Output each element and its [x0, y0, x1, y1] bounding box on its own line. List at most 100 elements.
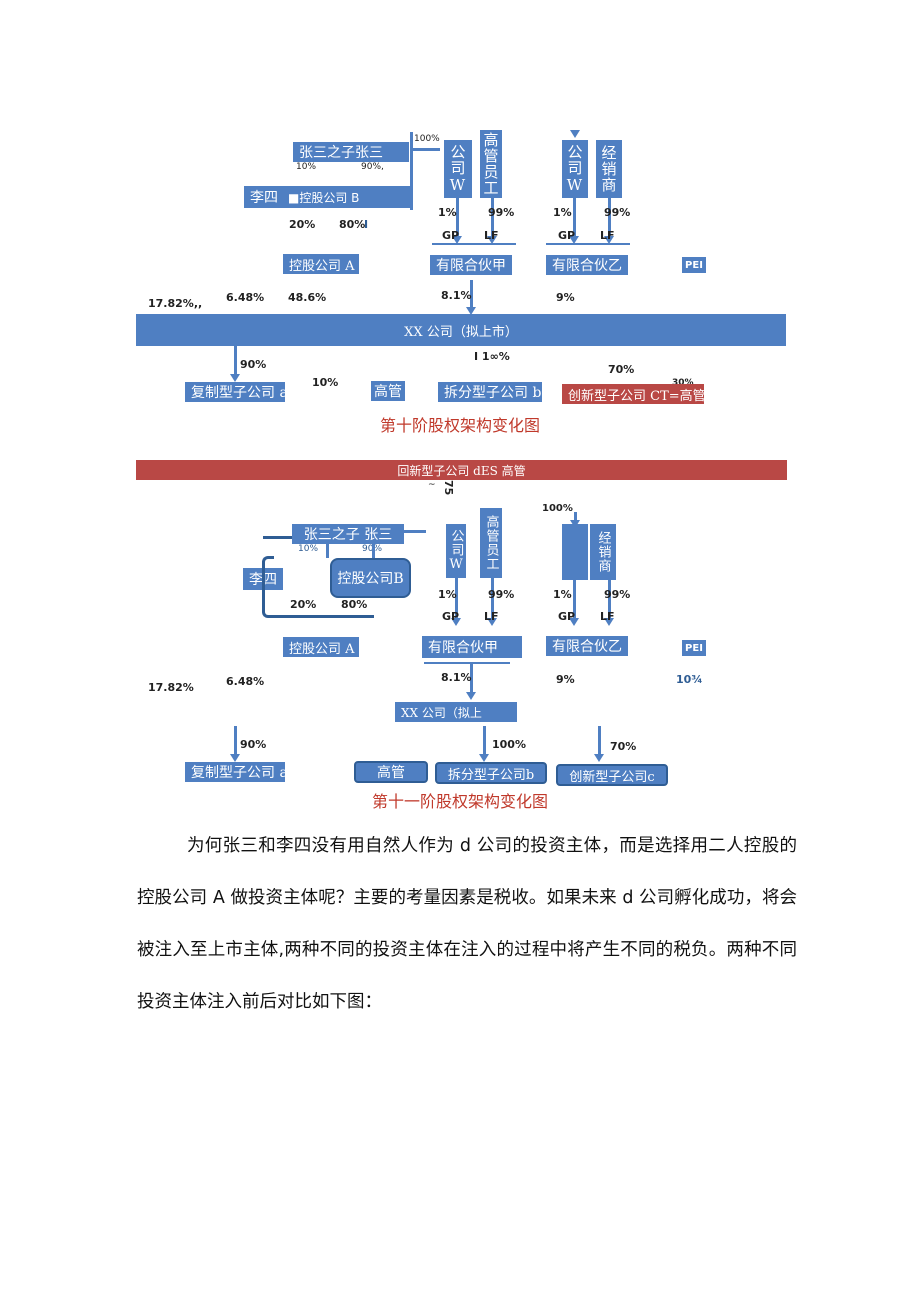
connector-line: [456, 198, 459, 238]
label-bar-mark: I: [364, 218, 369, 231]
label-75: 75: [442, 480, 455, 496]
label-lp: LF: [600, 229, 615, 242]
box-pe: PEI: [682, 257, 706, 273]
label-pct-9: 9%: [556, 673, 575, 686]
arrow-down-icon: [230, 754, 240, 762]
label-lp-pct: 99%: [604, 588, 631, 601]
connector-line: [598, 726, 601, 756]
connector-line: [573, 198, 576, 238]
arrow-down-icon: [479, 754, 489, 762]
box-pe: PEI: [682, 640, 706, 656]
label-pct-70: 70%: [608, 363, 635, 376]
connector-line: [326, 544, 329, 558]
arrow-down-icon: [487, 618, 497, 626]
box-holding-b-label: ■控股公司 B: [288, 190, 360, 205]
box-holding-a: 控股公司 A: [283, 637, 359, 657]
main-company-bar: XX 公司（拟上: [395, 702, 517, 722]
label-gp: GP: [558, 610, 576, 623]
box-partnership-yi: 有限合伙乙: [546, 636, 628, 656]
label-lp: LF: [484, 610, 499, 623]
label-pct-70: 70%: [610, 740, 637, 753]
connector-line: [410, 148, 440, 151]
arrow-down-icon: [604, 618, 614, 626]
connector-line: [410, 132, 413, 210]
connector-line: [274, 615, 374, 618]
connector-line: [455, 578, 458, 620]
box-executives: 高管: [354, 761, 428, 783]
label-pct-81: 8.1%: [441, 671, 472, 684]
label-pct-100: 100%: [414, 134, 440, 144]
box-company-w-2: 公司W: [562, 140, 588, 198]
box-li-si-holding-b: 李四 ■控股公司 B: [244, 186, 410, 208]
label-lp-pct: 99%: [488, 206, 515, 219]
connector-line: [424, 662, 510, 664]
label-pct-648: 6.48%: [226, 291, 265, 304]
label-lp: LF: [484, 229, 499, 242]
box-company-w-2: [562, 524, 588, 580]
box-exec-staff: 高管员工: [480, 508, 502, 578]
box-company-w: 公司W: [446, 524, 466, 578]
box-partnership-jia: 有限合伙甲: [422, 636, 522, 658]
label-gp-pct: 1%: [438, 588, 457, 601]
connector-line: [372, 544, 375, 558]
arrow-down-icon: [466, 692, 476, 700]
connector-line: [608, 580, 611, 620]
box-li-si-label: 李四: [250, 190, 278, 206]
label-pct-9: 9%: [556, 291, 575, 304]
label-pct-81: 8.1%: [441, 289, 472, 302]
arrow-down-icon: [466, 307, 476, 315]
label-pct-1782: 17.82%: [148, 681, 194, 694]
label-pct-80: 80%: [341, 598, 368, 611]
connector-line: [573, 580, 576, 620]
label-pct-30: 30%: [672, 378, 694, 388]
connector-line: [234, 726, 237, 756]
label-gp: GP: [558, 229, 576, 242]
connector-line: [470, 280, 473, 310]
label-pct-1782: 17.82%,,: [148, 297, 203, 310]
label-pct-10: 10%: [296, 162, 317, 172]
label-pct-90: 90%: [240, 358, 267, 371]
box-executives: 高管: [371, 381, 405, 401]
figure-1-caption: 第十阶股权架构变化图: [379, 416, 540, 435]
label-pct-100: 100%: [542, 503, 573, 514]
connector-line: [432, 243, 516, 245]
box-copy-subsidiary: 复制型子公司 a: [185, 382, 285, 402]
box-split-subsidiary: 拆分型子公司b: [435, 762, 547, 784]
box-innovation-subsidiary: 创新型子公司c: [556, 764, 668, 786]
box-holding-a: 控股公司 A: [283, 254, 359, 274]
arrow-down-icon: [230, 374, 240, 382]
box-copy-subsidiary: 复制型子公司 a: [185, 762, 285, 782]
label-pct-486: 48.6%: [288, 291, 327, 304]
box-zhang-san: 张三之子 张三: [292, 524, 404, 544]
connector-line: [263, 536, 293, 539]
connector-line: [491, 578, 494, 620]
innovation-overlay-bar: 回新型子公司 dES 高管: [136, 460, 787, 480]
box-partnership-yi: 有限合伙乙: [546, 255, 628, 275]
box-zhang-san: 张三之子张三: [293, 142, 409, 162]
label-gp-pct: 1%: [553, 588, 572, 601]
label-gp-pct: 1%: [553, 206, 572, 219]
label-pct-648: 6.48%: [226, 675, 265, 688]
connector-line: [608, 198, 611, 238]
label-pct-10: 10%: [312, 376, 339, 389]
arrow-down-icon: [570, 130, 580, 138]
label-pct-100: I 1∞%: [474, 350, 510, 363]
box-partnership-jia: 有限合伙甲: [430, 255, 512, 275]
label-pct-90: 90%: [240, 738, 267, 751]
arrow-down-icon: [604, 236, 614, 244]
label-pct-20: 20%: [289, 218, 316, 231]
box-dealer: 经销商: [596, 140, 622, 198]
box-company-w-1: 公司W: [444, 140, 472, 198]
connector-line: [234, 346, 237, 376]
box-split-subsidiary: 拆分型子公司 b: [438, 382, 542, 402]
arrow-down-icon: [569, 618, 579, 626]
connector-line: [404, 530, 426, 533]
label-gp: GP: [442, 229, 460, 242]
body-paragraph: 为何张三和李四没有用自然人作为 d 公司的投资主体，而是选择用二人控股的控股公司…: [137, 836, 797, 1012]
label-pct-10: 10%: [298, 544, 319, 554]
main-company-bar: XX 公司（拟上市）: [136, 314, 786, 346]
bracket-line: [262, 556, 274, 618]
label-gp: GP: [442, 610, 460, 623]
connector-line: [574, 512, 577, 522]
label-lp: LF: [600, 610, 615, 623]
